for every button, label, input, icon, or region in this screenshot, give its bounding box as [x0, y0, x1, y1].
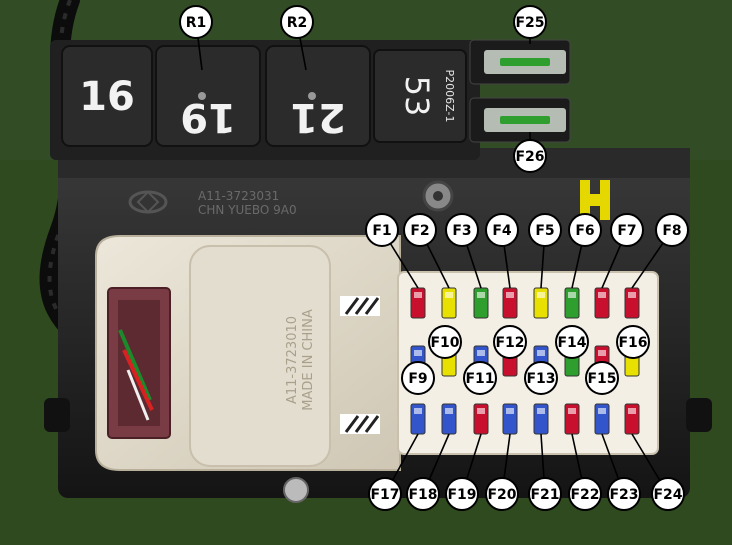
callout-f22: F22	[568, 477, 602, 511]
callout-f21-text: F21	[530, 487, 559, 503]
fuse-f18	[441, 403, 457, 435]
callout-r2-text: R2	[287, 15, 308, 31]
fuse-f2	[441, 287, 457, 319]
callout-f1: F1	[365, 213, 399, 247]
callout-f13-text: F13	[526, 371, 555, 387]
relay-r2-number: 21	[290, 94, 346, 140]
fuse-f22	[564, 403, 580, 435]
callout-f6: F6	[568, 213, 602, 247]
callout-f2: F2	[403, 213, 437, 247]
relay-16-number: 16	[79, 74, 135, 120]
callout-f9-text: F9	[408, 371, 427, 387]
callout-f10: F10	[428, 325, 462, 359]
callout-r1-text: R1	[186, 15, 207, 31]
relay-r2: 21	[265, 45, 371, 147]
relay-53-number: 53	[398, 76, 436, 117]
callout-f26: F26	[513, 139, 547, 173]
fuse-f24	[624, 403, 640, 435]
callout-f22-text: F22	[570, 487, 599, 503]
mount-tab-right	[686, 398, 712, 432]
relay-16: 16	[61, 45, 153, 147]
callout-f18-text: F18	[408, 487, 437, 503]
fuse-f1	[410, 287, 426, 319]
fuse-f8	[624, 287, 640, 319]
relay-r1: 19	[155, 45, 261, 147]
callout-f17: F17	[368, 477, 402, 511]
callout-f7-text: F7	[617, 223, 636, 239]
fuse-f3	[473, 287, 489, 319]
molding-origin: CHN YUEBO 9A0	[198, 203, 297, 217]
relay-53-side-text: P2006Z-1	[443, 70, 456, 123]
callout-f8: F8	[655, 213, 689, 247]
callout-f18: F18	[406, 477, 440, 511]
callout-f7: F7	[610, 213, 644, 247]
callout-f8-text: F8	[662, 223, 681, 239]
fuse-f17	[410, 403, 426, 435]
callout-f5: F5	[528, 213, 562, 247]
callout-f15: F15	[585, 361, 619, 395]
fuse-f21	[533, 403, 549, 435]
callout-f4: F4	[485, 213, 519, 247]
callout-f12: F12	[493, 325, 527, 359]
callout-f14-text: F14	[557, 335, 586, 351]
callout-f11-text: F11	[465, 371, 494, 387]
fuse-f4	[502, 287, 518, 319]
maxi-fuse-f25	[469, 39, 571, 85]
callout-f25: F25	[513, 5, 547, 39]
cover-part-number: A11-3723010	[285, 316, 300, 404]
callout-f20-text: F20	[487, 487, 516, 503]
brand-logo	[128, 190, 168, 214]
relay-53: 53 P2006Z-1	[373, 49, 467, 143]
callout-f21: F21	[528, 477, 562, 511]
callout-f23: F23	[607, 477, 641, 511]
callout-f10-text: F10	[430, 335, 459, 351]
callout-f1-text: F1	[372, 223, 391, 239]
callout-f16-text: F16	[618, 335, 647, 351]
callout-f11: F11	[463, 361, 497, 395]
callout-f9: F9	[401, 361, 435, 395]
callout-f2-text: F2	[410, 223, 429, 239]
callout-f13: F13	[524, 361, 558, 395]
fuse-f5	[533, 287, 549, 319]
mini-fuse-panel	[397, 271, 659, 455]
callout-f3-text: F3	[452, 223, 471, 239]
callout-f26-text: F26	[515, 149, 544, 165]
fuse-f6	[564, 287, 580, 319]
fuse-f7	[594, 287, 610, 319]
wire-connector	[107, 287, 171, 439]
callout-r1: R1	[179, 5, 213, 39]
callout-f24-text: F24	[653, 487, 682, 503]
fuse-f19	[473, 403, 489, 435]
callout-f16: F16	[616, 325, 650, 359]
cover-origin: MADE IN CHINA	[301, 309, 316, 411]
callout-f6-text: F6	[575, 223, 594, 239]
callout-r2: R2	[280, 5, 314, 39]
callout-f25-text: F25	[515, 15, 544, 31]
callout-f20: F20	[485, 477, 519, 511]
maxi-fuse-f26	[469, 97, 571, 143]
mount-tab-left	[44, 398, 70, 432]
callout-f5-text: F5	[535, 223, 554, 239]
fuse-f20	[502, 403, 518, 435]
callout-f15-text: F15	[587, 371, 616, 387]
callout-f3: F3	[445, 213, 479, 247]
yellow-locator-tab	[580, 180, 610, 220]
bottom-screw	[283, 477, 309, 503]
callout-f19-text: F19	[447, 487, 476, 503]
callout-f19: F19	[445, 477, 479, 511]
relay-r1-number: 19	[180, 94, 236, 140]
callout-f14: F14	[555, 325, 589, 359]
molding-part-number: A11-3723031	[198, 189, 279, 203]
callout-f4-text: F4	[492, 223, 512, 239]
callout-f17-text: F17	[370, 487, 399, 503]
fuse-f23	[594, 403, 610, 435]
callout-f12-text: F12	[495, 335, 524, 351]
callout-f23-text: F23	[609, 487, 638, 503]
callout-f24: F24	[651, 477, 685, 511]
